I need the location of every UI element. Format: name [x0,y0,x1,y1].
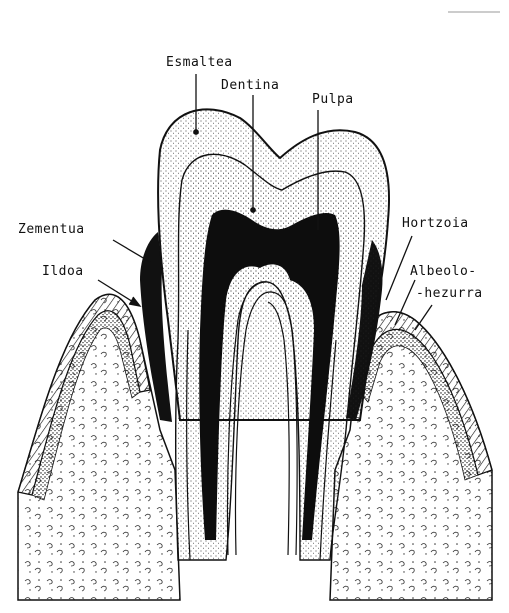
label-albeolo-line1: Albeolo- [410,264,477,279]
label-zementua: Zementua [18,222,85,237]
leader-albeolo-2 [415,305,432,330]
label-esmaltea: Esmaltea [166,55,233,70]
label-ildoa: Ildoa [42,264,84,279]
label-dentina: Dentina [221,78,279,93]
leader-zementua [113,240,150,262]
label-albeolo-line2: -hezurra [416,286,483,301]
leader-hortzoia [386,236,412,300]
label-hortzoia: Hortzoia [402,216,469,231]
label-pulpa: Pulpa [312,92,354,107]
